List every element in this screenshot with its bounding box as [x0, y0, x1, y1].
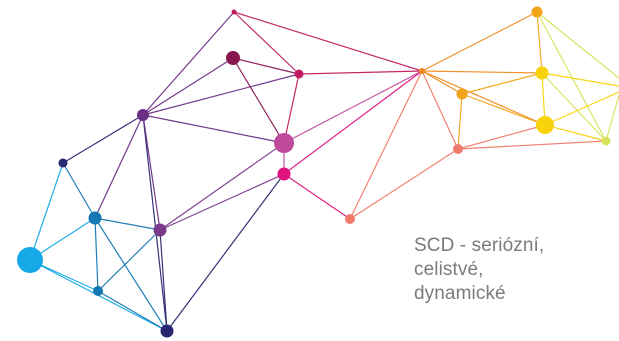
network-node: [137, 109, 149, 121]
network-node: [226, 51, 240, 65]
tagline-line-2: celistvé,: [414, 259, 484, 280]
network-edge: [544, 124, 607, 142]
network-edge: [142, 114, 285, 144]
network-edge: [283, 70, 423, 144]
tagline-line-3: dynamické: [414, 283, 506, 304]
network-edge: [159, 142, 285, 231]
network-edge: [94, 217, 168, 332]
network-edge: [421, 70, 459, 150]
network-edge: [232, 57, 300, 75]
network-edge: [62, 114, 144, 164]
network-edge: [605, 94, 619, 142]
network-edge: [97, 229, 161, 292]
network-edge: [457, 124, 546, 150]
network-edge: [349, 148, 459, 220]
network-edge: [283, 173, 351, 220]
network-edge: [142, 114, 168, 332]
network-edge: [283, 73, 300, 144]
network-node: [601, 136, 611, 146]
network-edge: [142, 57, 234, 116]
network-nodes: [17, 6, 611, 338]
network-edge: [62, 162, 96, 219]
network-node: [160, 324, 174, 338]
network-node: [274, 133, 294, 153]
network-edge: [166, 173, 285, 332]
network-edge: [457, 140, 607, 150]
network-node: [231, 9, 237, 15]
network-edges: [29, 11, 619, 332]
network-edge: [233, 11, 423, 72]
network-edge: [544, 91, 619, 126]
network-edge: [298, 70, 423, 75]
network-edge: [461, 72, 543, 95]
network-node: [93, 286, 103, 296]
network-node: [277, 167, 291, 181]
network-edge: [94, 114, 144, 219]
network-edge: [461, 93, 546, 126]
network-node: [294, 69, 304, 79]
network-node: [345, 214, 355, 224]
network-edge: [29, 162, 64, 261]
network-edge: [536, 11, 543, 74]
network-edge: [457, 93, 463, 150]
network-edge: [541, 72, 619, 87]
network-edge: [283, 70, 423, 175]
network-edge: [232, 57, 285, 144]
network-node: [58, 158, 68, 168]
network-edge: [541, 72, 607, 142]
network-node: [153, 223, 167, 237]
network-edge: [536, 11, 607, 142]
tagline-line-1: SCD - seriózní,: [414, 235, 545, 256]
network-edge: [349, 70, 423, 220]
network-edge: [142, 11, 235, 116]
network-edge: [421, 70, 463, 95]
network-edge: [159, 229, 168, 332]
network-node: [17, 247, 43, 273]
network-edge: [94, 217, 161, 231]
network-node: [419, 68, 425, 74]
network-edge: [159, 173, 285, 231]
network-node: [453, 144, 463, 154]
tagline: SCD - seriózní, celistvé, dynamické: [414, 234, 614, 306]
network-edge: [142, 114, 161, 231]
network-edge: [94, 217, 99, 292]
network-edge: [97, 290, 168, 332]
network-node: [456, 88, 468, 100]
network-edge: [233, 11, 300, 75]
network-edge: [421, 11, 538, 72]
network-node: [536, 116, 554, 134]
network-node: [88, 211, 102, 225]
network-edge: [421, 70, 546, 126]
network-edge: [142, 73, 300, 116]
network-edge: [421, 70, 543, 74]
network-edge: [536, 11, 619, 79]
network-node: [531, 6, 543, 18]
network-node: [535, 66, 549, 80]
